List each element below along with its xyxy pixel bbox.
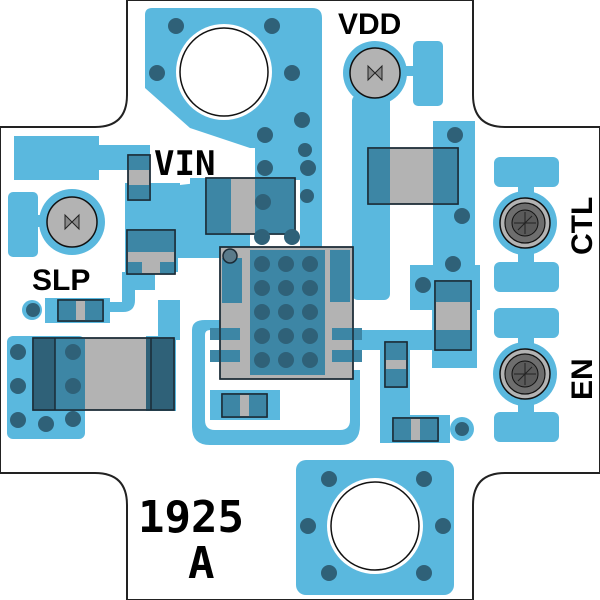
pin-bowtie-icon: [514, 363, 536, 385]
capacitor-c5: [434, 280, 472, 351]
en-pad-bottom: [494, 412, 559, 442]
label-vin: VIN: [154, 144, 215, 184]
capacitor-c4: [367, 147, 459, 205]
resistor-r3: [384, 341, 408, 388]
vias: [10, 18, 470, 581]
slp-side-pad: [8, 192, 38, 257]
label-vdd: VDD: [338, 8, 401, 41]
vdd-side-pad: [413, 41, 443, 106]
inductor-l1: [32, 337, 175, 411]
label-slp: SLP: [32, 264, 90, 297]
testpoint-bowtie-icon: [64, 213, 80, 231]
resistor-r2: [57, 299, 104, 322]
pin1-marker: [222, 248, 238, 264]
capacitor-c3: [205, 177, 296, 235]
label-revision: A: [188, 538, 215, 589]
ctl-switch-pin[interactable]: [499, 197, 551, 249]
vdd-testpoint[interactable]: [349, 47, 401, 99]
vin-trace: [14, 136, 99, 180]
slp-testpoint[interactable]: [46, 196, 98, 248]
resistor-r4: [392, 417, 439, 442]
mounting-hole-top: [176, 24, 272, 120]
resistor-r1: [221, 393, 268, 418]
ctl-pad-top: [494, 157, 559, 187]
capacitor-c1: [127, 154, 151, 201]
feedback-loop-trace: [192, 320, 360, 445]
pin-bowtie-icon: [514, 212, 536, 234]
testpoint-bowtie-icon: [367, 64, 383, 82]
label-part-number: 1925: [138, 492, 244, 543]
mounting-hole-bottom: [327, 478, 423, 574]
label-ctl: CTL: [566, 197, 599, 255]
ctl-pad-bottom: [494, 262, 559, 292]
en-switch-pin[interactable]: [499, 348, 551, 400]
en-pad-top: [494, 308, 559, 338]
label-en: EN: [566, 358, 599, 400]
capacitor-c2: [126, 229, 176, 275]
